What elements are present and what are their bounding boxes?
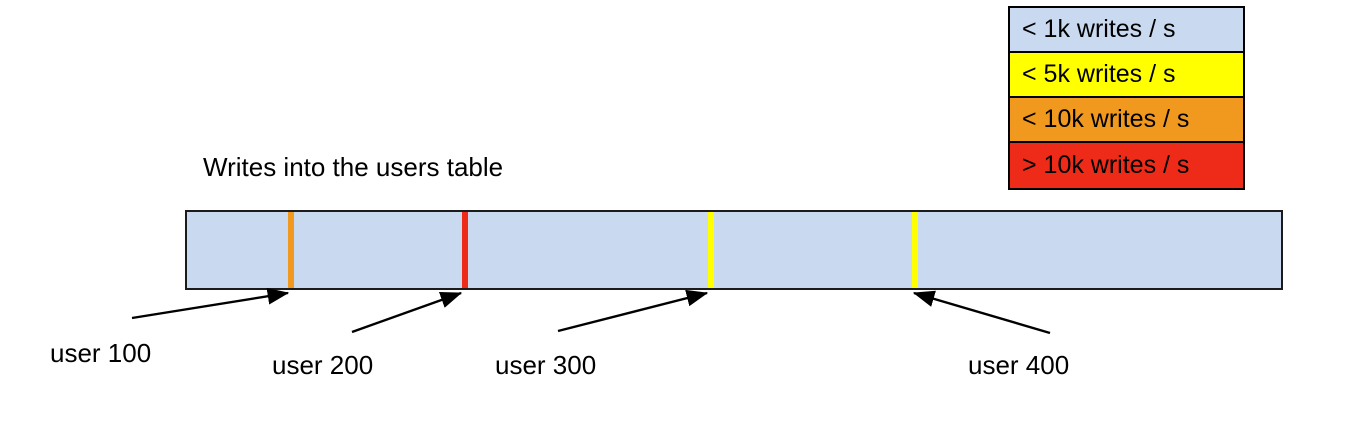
legend: < 1k writes / s < 5k writes / s < 10k wr… [1008, 6, 1245, 190]
legend-row-under-1k: < 1k writes / s [1010, 8, 1243, 53]
callout-label-user-300: user 300 [495, 350, 597, 380]
arrow-user-100 [131, 287, 290, 320]
legend-label-over-10k: > 10k writes / s [1022, 151, 1190, 179]
callout-label-user-100: user 100 [50, 338, 152, 368]
marker-user-400 [912, 212, 918, 288]
callout-label-user-200: user 200 [272, 350, 374, 380]
marker-user-300 [708, 212, 714, 288]
users-table-track [185, 210, 1283, 290]
callout-label-user-400: user 400 [968, 350, 1070, 380]
arrow-user-400 [912, 290, 1051, 335]
legend-label-under-10k: < 10k writes / s [1022, 105, 1190, 133]
marker-user-100 [288, 212, 294, 288]
legend-label-under-1k: < 1k writes / s [1022, 15, 1176, 43]
legend-row-under-5k: < 5k writes / s [1010, 53, 1243, 98]
chart-title: Writes into the users table [203, 152, 504, 182]
arrow-user-300 [557, 289, 709, 333]
legend-row-over-10k: > 10k writes / s [1010, 143, 1243, 188]
arrow-user-200 [351, 291, 463, 334]
legend-row-under-10k: < 10k writes / s [1010, 98, 1243, 143]
legend-label-under-5k: < 5k writes / s [1022, 60, 1176, 88]
marker-user-200 [462, 212, 468, 288]
